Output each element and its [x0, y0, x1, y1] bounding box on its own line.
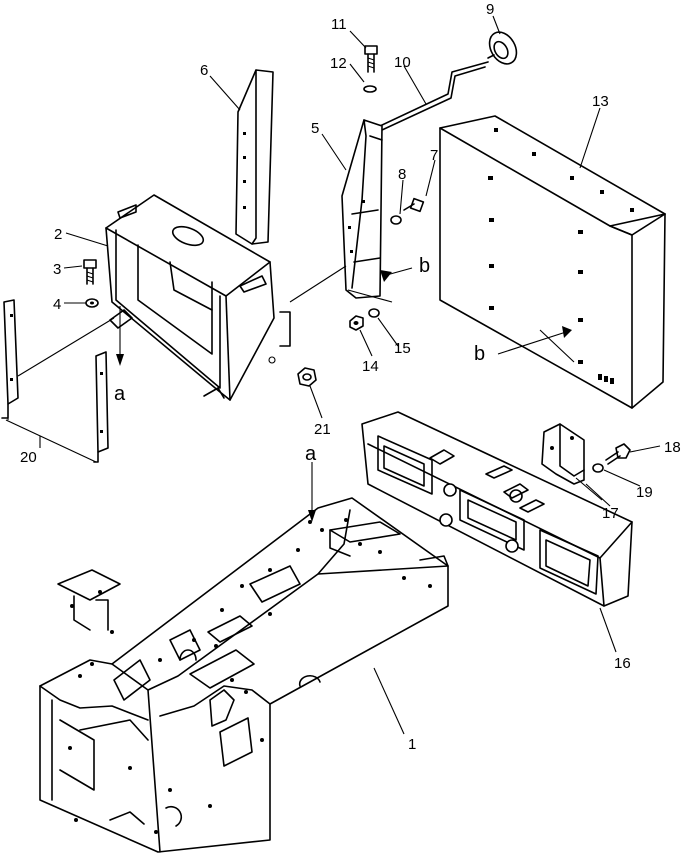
callout-labels: 1 2 3 4 5 6 7 8 9 10 11 12 13 14 15 16 1…	[20, 1, 681, 753]
part-18-bolt	[605, 443, 631, 465]
callout-19: 19	[636, 484, 653, 501]
part-21-nut	[297, 367, 317, 387]
ref-a-lower: a	[305, 443, 317, 465]
callout-3: 3	[53, 261, 61, 278]
ref-b-upper: b	[419, 255, 430, 277]
callout-4: 4	[53, 296, 61, 313]
callout-12: 12	[330, 55, 347, 72]
callout-10: 10	[394, 54, 411, 71]
ref-a-upper: a	[114, 383, 126, 405]
part-16-counterweight	[361, 411, 633, 607]
part-10-rod	[365, 61, 489, 131]
part-11-bolt	[364, 45, 378, 73]
callout-15: 15	[394, 340, 411, 357]
callout-14: 14	[362, 358, 379, 375]
part-15-washer	[368, 308, 380, 318]
part-6-cover	[235, 69, 274, 245]
part-3-bolt	[83, 259, 97, 285]
callout-13: 13	[592, 93, 609, 110]
callout-20: 20	[20, 449, 37, 466]
reference-lines	[5, 265, 603, 522]
part-2-box-cover	[105, 194, 291, 401]
callout-7: 7	[430, 147, 438, 164]
callout-6: 6	[200, 62, 208, 79]
part-12-washer	[363, 85, 377, 93]
part-9-knob	[487, 31, 518, 65]
part-8-washer	[390, 215, 402, 225]
callout-8: 8	[398, 166, 406, 183]
callout-1: 1	[408, 736, 416, 753]
part-19-washer	[592, 463, 604, 473]
callout-18: 18	[664, 439, 681, 456]
part-7-bolt	[403, 197, 425, 213]
callout-16: 16	[614, 655, 631, 672]
part-13-panel	[439, 115, 666, 409]
part-5-bracket	[341, 119, 383, 299]
reference-letters: a a b b	[114, 255, 485, 465]
leader-lines	[39, 15, 661, 735]
part-20-strips	[1, 299, 109, 463]
callout-2: 2	[54, 226, 62, 243]
ref-b-lower: b	[474, 343, 485, 365]
part-4-washer	[85, 298, 99, 308]
part-14-nut	[349, 315, 364, 331]
callout-17: 17	[602, 505, 619, 522]
part-1-main-frame	[39, 497, 449, 853]
callout-21: 21	[314, 421, 331, 438]
part-17-bracket	[541, 423, 585, 485]
callout-5: 5	[311, 120, 319, 137]
callout-11: 11	[331, 16, 347, 33]
callout-9: 9	[486, 1, 494, 18]
